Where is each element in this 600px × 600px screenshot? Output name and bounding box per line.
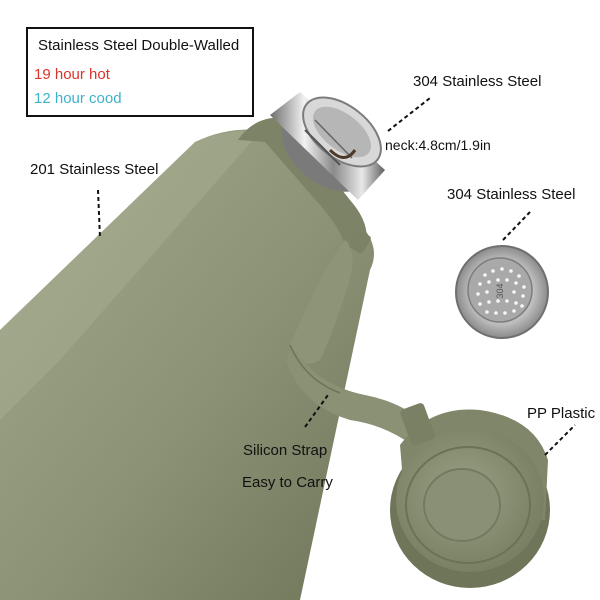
label-filter-material: 304 Stainless Steel — [447, 186, 576, 203]
bottle-shoulder-ring — [238, 117, 367, 248]
bottle-body — [0, 129, 374, 600]
stainless-neck — [270, 92, 385, 200]
leader-filter — [502, 211, 531, 241]
filter-mark: 304 — [495, 283, 505, 298]
filter-infuser: 304 — [455, 245, 549, 339]
feature-cold: 12 hour cood — [34, 90, 122, 107]
label-body-material: 201 Stainless Steel — [30, 161, 159, 178]
leader-lines — [97, 97, 576, 456]
label-neck-size: neck:4.8cm/1.9in — [385, 137, 491, 153]
leader-neck — [387, 97, 431, 132]
label-strap-note: Easy to Carry — [242, 474, 333, 491]
bottle-cap — [390, 403, 550, 588]
leader-body — [97, 189, 101, 239]
leader-cap — [544, 424, 576, 456]
label-neck-material: 304 Stainless Steel — [413, 73, 542, 90]
label-strap: Silicon Strap — [243, 442, 328, 459]
silicon-strap — [286, 230, 420, 445]
feature-box: Stainless Steel Double-Walled 19 hour ho… — [26, 27, 254, 117]
label-cap-material: PP Plastic — [527, 405, 596, 422]
feature-title: Stainless Steel Double-Walled — [38, 37, 240, 54]
feature-hot: 19 hour hot — [34, 66, 110, 83]
